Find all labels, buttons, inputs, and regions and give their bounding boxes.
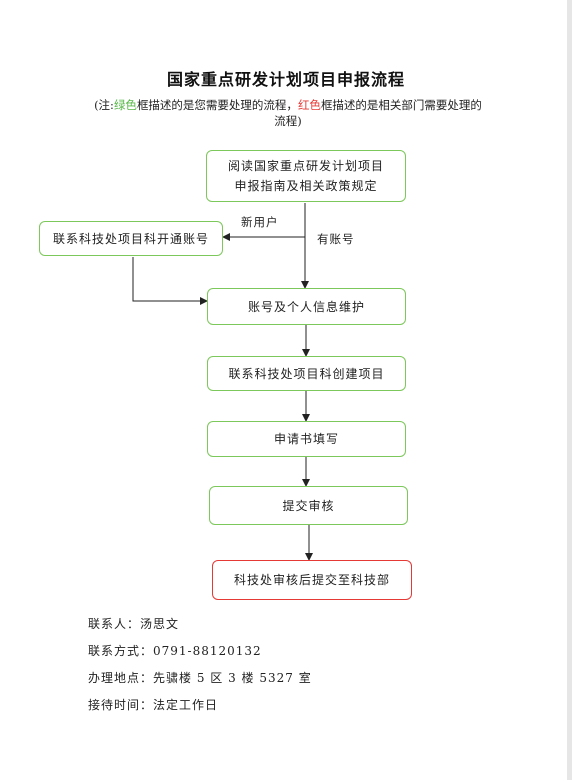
page-title: 国家重点研发计划项目申报流程	[166, 70, 405, 89]
note-green-word: 绿色	[113, 98, 137, 112]
step-read-guidelines: 阅读国家重点研发计划项目 申报指南及相关政策规定	[206, 150, 406, 202]
arrow-open-account-to-maintain	[132, 257, 208, 305]
step-create-project: 联系科技处项目科创建项目	[207, 356, 406, 391]
step-read-line2: 申报指南及相关政策规定	[234, 179, 378, 193]
note-tail: 框描述的是相关部门需要处理的流程)	[274, 98, 482, 128]
page-edge	[567, 0, 572, 780]
note-open: (注:	[94, 98, 114, 112]
contact-hours: 接待时间：法定工作日	[88, 698, 219, 712]
contact-phone: 联系方式：0791-88120132	[88, 644, 262, 658]
step-open-account: 联系科技处项目科开通账号	[39, 221, 223, 256]
note-red-word: 红色	[297, 98, 321, 112]
step-submit-review: 提交审核	[209, 486, 408, 525]
step-maintain-account: 账号及个人信息维护	[207, 288, 406, 325]
legend-note: (注:绿色框描述的是您需要处理的流程，红色框描述的是相关部门需要处理的流程)	[92, 97, 484, 129]
step-fill-application: 申请书填写	[207, 421, 406, 457]
label-has-account: 有账号	[317, 232, 355, 246]
step-department-review: 科技处审核后提交至科技部	[212, 560, 412, 600]
step-read-text: 阅读国家重点研发计划项目 申报指南及相关政策规定	[228, 156, 384, 196]
note-middle: 框描述的是您需要处理的流程，	[136, 98, 298, 112]
contact-address: 办理地点：先骕楼 5 区 3 楼 5327 室	[88, 671, 312, 685]
label-new-user: 新用户	[241, 215, 279, 229]
step-read-line1: 阅读国家重点研发计划项目	[227, 159, 384, 173]
contact-person: 联系人：汤思文	[88, 617, 180, 631]
